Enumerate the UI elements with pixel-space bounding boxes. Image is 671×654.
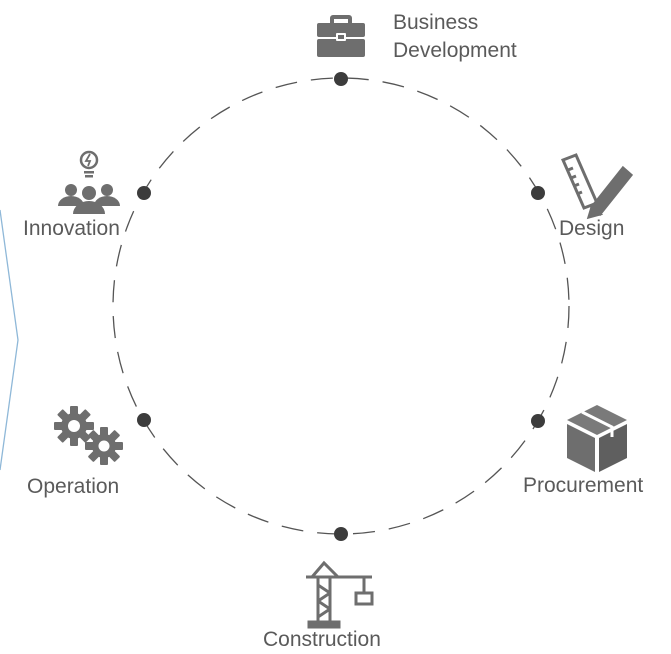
stage-label-line: Innovation xyxy=(23,217,120,240)
stage-label-design: Design xyxy=(559,215,624,243)
stage-label-line: Construction xyxy=(263,628,381,651)
stage-label-operation: Operation xyxy=(27,473,119,501)
stage-dot-procurement xyxy=(531,414,545,428)
stage-label-innovation: Innovation xyxy=(23,215,120,243)
stage-label-construction: Construction xyxy=(263,626,381,654)
stage-dot-innovation xyxy=(137,186,151,200)
stage-label-line: Business xyxy=(393,11,479,34)
stage-dot-operation xyxy=(137,413,151,427)
stage-label-line: Development xyxy=(393,39,517,62)
stage-dot-business-development xyxy=(334,72,348,86)
accent-chevron-line xyxy=(0,209,19,471)
stage-label-procurement: Procurement xyxy=(523,472,643,500)
crane-icon xyxy=(306,560,374,629)
team-idea-icon xyxy=(58,150,120,214)
briefcase-icon xyxy=(317,15,365,57)
stage-label-line: Procurement xyxy=(523,474,644,497)
stage-label-business-development: Business Development xyxy=(393,9,517,65)
stage-label-line: Design xyxy=(559,217,625,240)
stage-label-line: Operation xyxy=(27,475,120,498)
ruler-pencil-icon xyxy=(560,153,634,220)
cycle-ring xyxy=(112,77,570,535)
stage-dot-design xyxy=(531,186,545,200)
gears-icon xyxy=(54,406,123,465)
stage-dot-construction xyxy=(334,527,348,541)
box-icon xyxy=(567,405,627,472)
